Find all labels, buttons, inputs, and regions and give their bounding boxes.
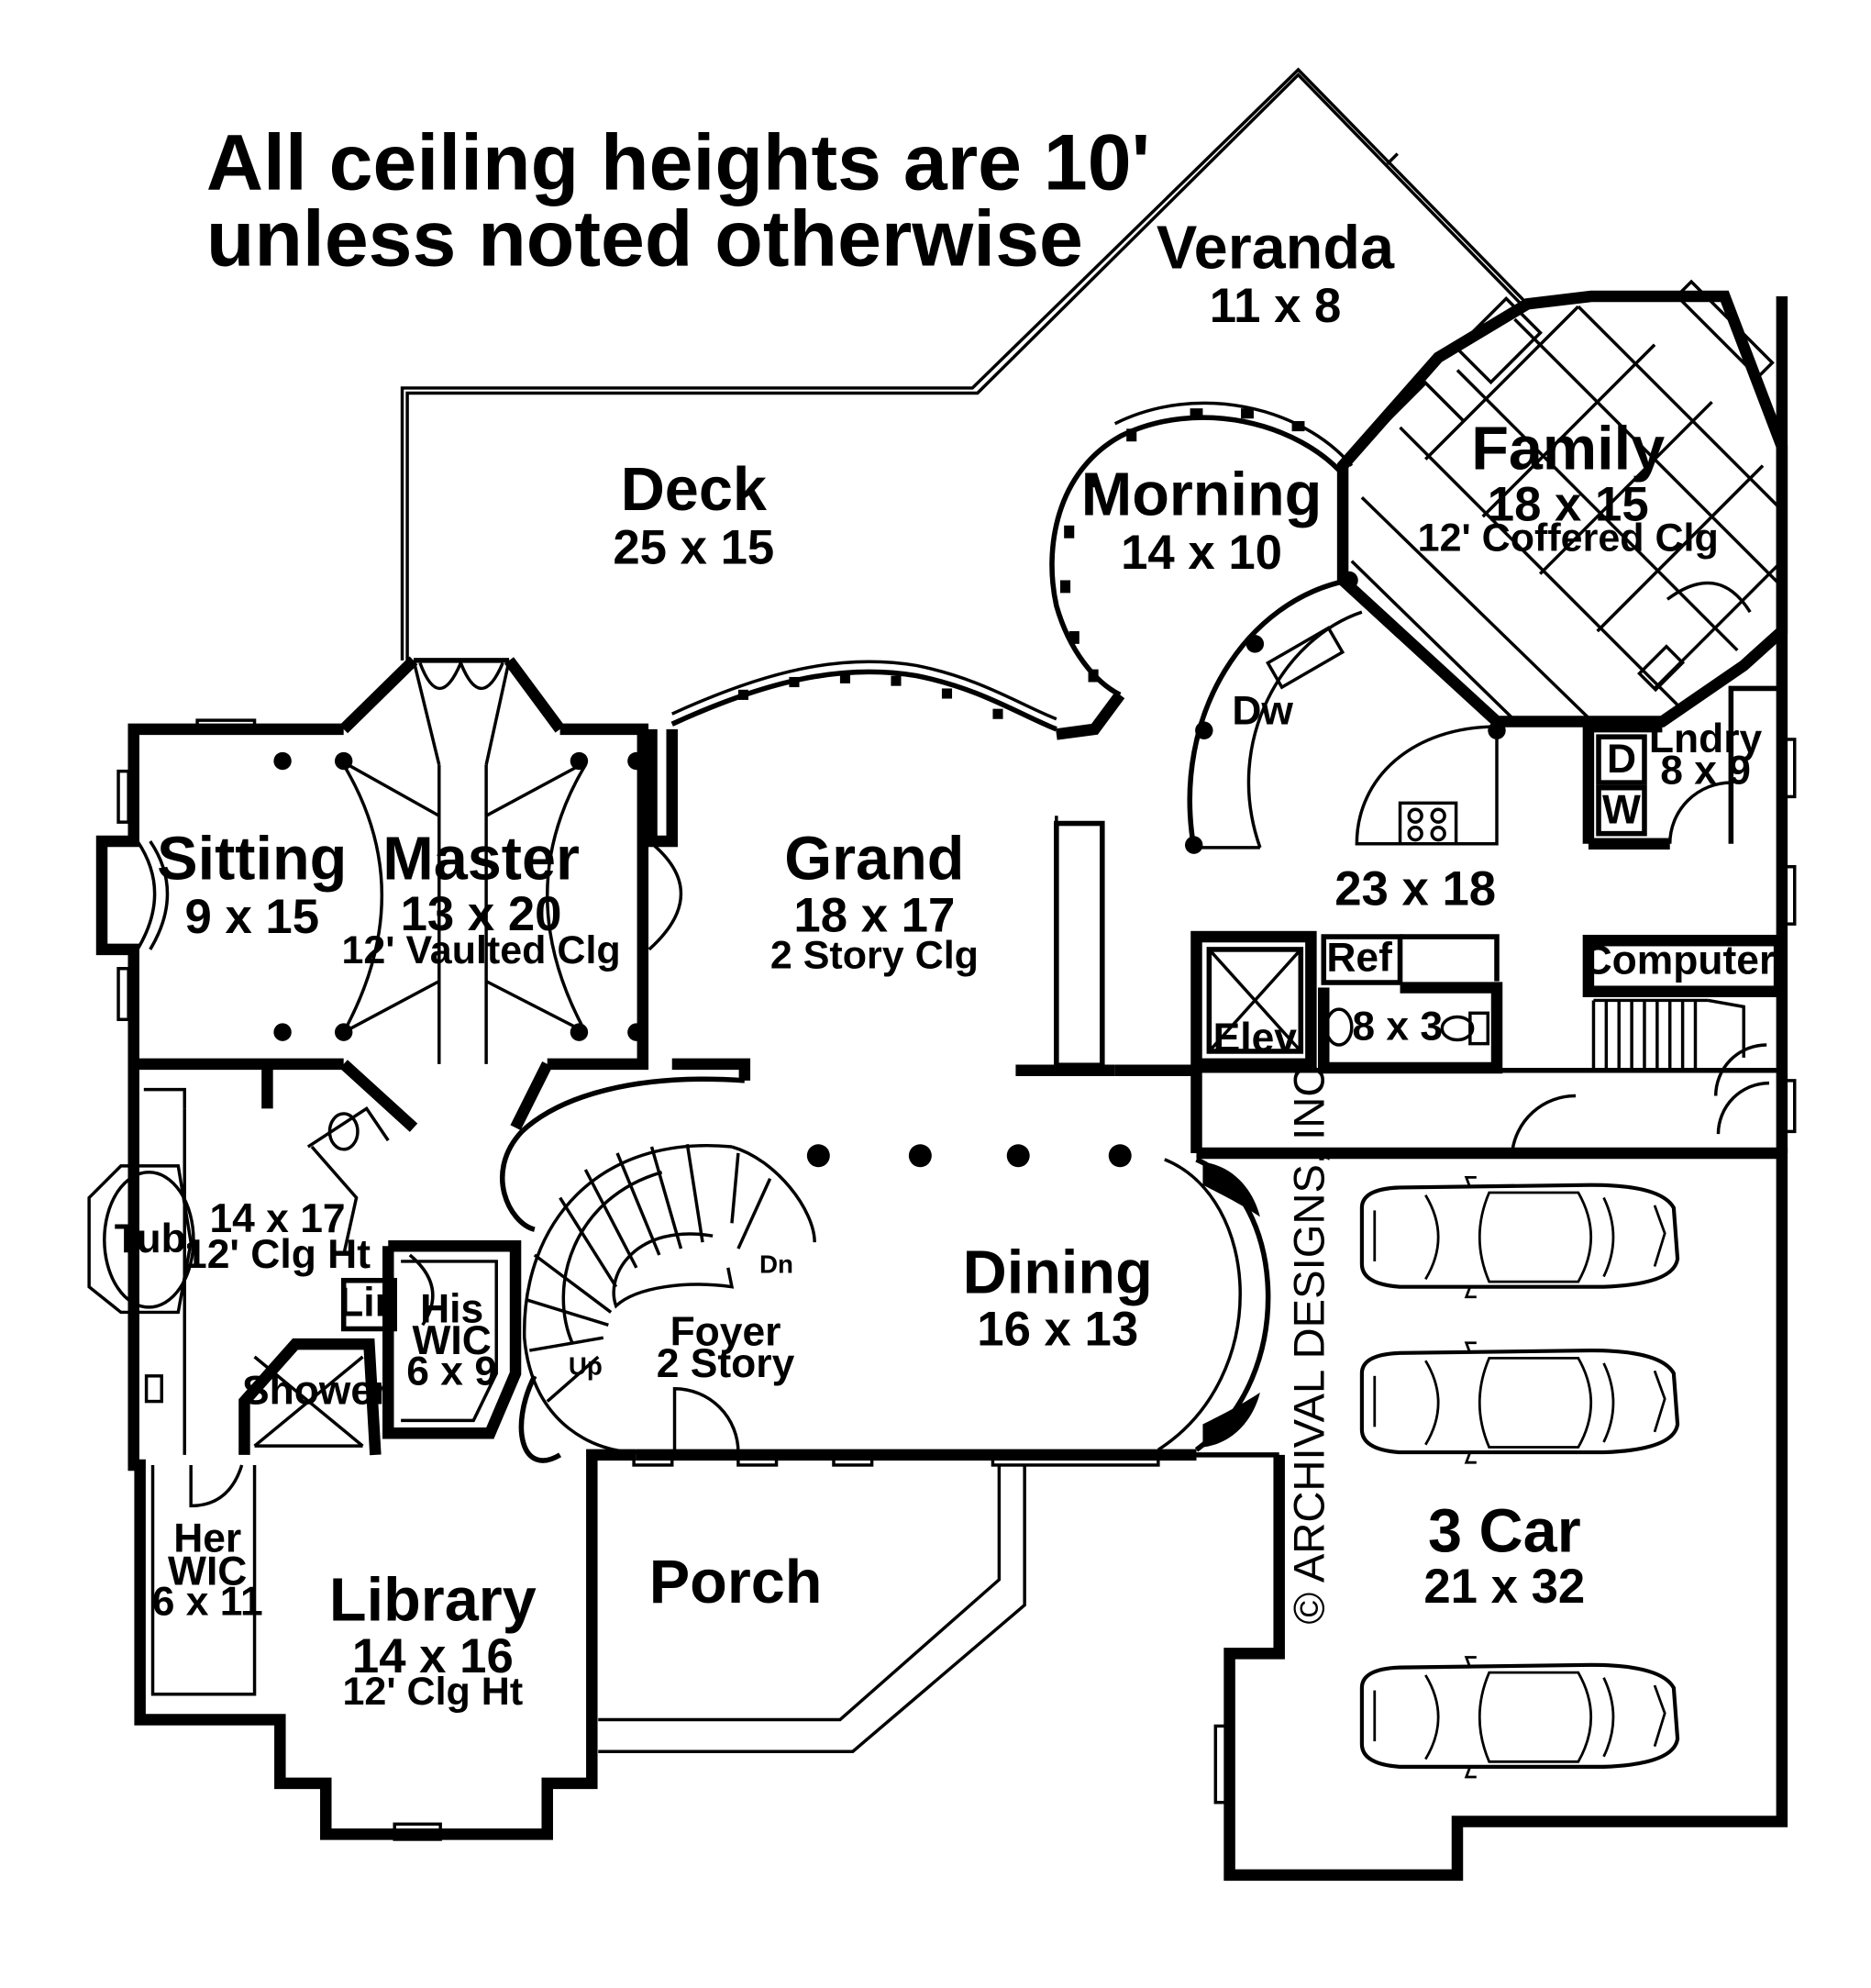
grand-note: 2 Story Clg [770,934,979,978]
foyer-name: Foyer [670,1310,781,1355]
elevator-ref-powder [1190,930,1503,1074]
powder-dims: 8 x 3 [1352,1004,1443,1049]
master-suite-details [116,659,682,1064]
car-outline [1653,1370,1666,1433]
his-wic-line2: WIC [413,1318,492,1363]
foyer-note: 2 Story [657,1341,795,1386]
car-icon [1359,1341,1680,1464]
bath-note: 12' Clg Ht [184,1232,371,1277]
family-room-walls [1336,279,1788,727]
linen-label: Lin [338,1281,400,1326]
family-name: Family [1471,416,1665,483]
car-outline [1424,1674,1440,1760]
porch-name: Porch [649,1549,823,1616]
garage-cars [1359,1175,1680,1779]
family-dims: 18 x 15 [1488,477,1649,531]
deck-dims: 25 x 15 [613,520,774,574]
dining-columns [806,1144,1132,1168]
shower-label: Shower [242,1368,389,1413]
dryer-label: D [1607,737,1636,782]
room-labels: Veranda 11 x 8 Family 18 x 15 12' Coffer… [115,214,1776,1713]
library-dims: 14 x 16 [352,1629,514,1683]
dishwasher-label: Dw [1232,688,1293,733]
her-wic-line2: WIC [168,1549,247,1594]
her-wic-dims: 6 x 11 [152,1580,263,1625]
main-walls [95,296,1788,1882]
master-note: 12' Vaulted Clg [341,928,620,972]
porch-outline [393,738,1797,1841]
library-name: Library [329,1566,537,1634]
car-outline [1653,1684,1666,1748]
grand-dims: 18 x 17 [793,889,955,943]
master-dims: 13 x 20 [401,887,562,941]
ref-label: Ref [1326,936,1392,981]
car-outline [1359,1183,1680,1289]
car-outline [1464,1656,1477,1779]
morning-bay [1049,401,1354,697]
master-name: Master [382,826,580,894]
car-outline [1602,1196,1615,1278]
car-outline [1424,1194,1440,1281]
kitchen-counter [1185,571,1506,854]
laundry-name: Lndry [1649,716,1763,761]
ceiling-note-line1: All ceiling heights are 10' [206,118,1150,206]
grand-name: Grand [784,826,964,894]
grand-divider [1015,816,1115,1077]
car-outline [1359,1662,1680,1769]
morning-name: Morning [1081,461,1323,529]
dining-name: Dining [963,1239,1153,1307]
master-bath [87,1060,553,1696]
veranda-dims: 11 x 8 [1210,279,1342,333]
family-note: 12' Coffered Clg [1418,516,1719,561]
car-outline [1424,1360,1440,1446]
veranda-name: Veranda [1157,214,1395,282]
sitting-dims: 9 x 15 [184,890,319,944]
laundry-dims: 8 x 9 [1660,749,1751,794]
car-outline [1478,1191,1592,1283]
computer-name: Computer [1583,938,1776,983]
car-outline [1359,1348,1680,1455]
copyright-text: © ARCHIVAL DESIGNS, INC. [1284,1054,1333,1625]
kitchen-dims: 23 x 18 [1334,861,1496,916]
grand-top-wall [670,660,1125,740]
car-outline [1478,1671,1592,1763]
car-icon [1359,1656,1680,1779]
car-outline [1602,1677,1615,1758]
her-wic-line1: Her [173,1516,241,1560]
dining-curves [1157,1157,1271,1452]
elevator-name: Elev [1213,1016,1298,1061]
car-outline [1464,1175,1477,1299]
stair-up-label: Up [569,1351,603,1380]
laundry-walls [1582,685,1782,850]
car-outline [1653,1205,1666,1267]
spiral-stair [500,1076,816,1463]
stair-down-label: Dn [759,1249,793,1278]
ceiling-note-line2: unless noted otherwise [206,195,1083,283]
his-wic-dims: 6 x 9 [406,1349,497,1394]
dining-dims: 16 x 13 [977,1303,1138,1357]
library-note: 12' Clg Ht [343,1670,524,1714]
deck-outline [400,67,1526,661]
car-outline [1602,1362,1615,1443]
bath-dims: 14 x 17 [209,1196,345,1241]
sitting-name: Sitting [157,826,347,894]
car-outline [1478,1357,1592,1449]
garage-name: 3 Car [1428,1497,1581,1565]
garage-dims: 21 x 32 [1423,1560,1585,1614]
car-outline [1464,1341,1477,1464]
washer-label: W [1602,788,1641,833]
car-icon [1359,1175,1680,1299]
deck-name: Deck [621,456,768,524]
tub-label: Tub [115,1216,186,1261]
morning-dims: 14 x 10 [1121,526,1282,580]
his-wic-line1: His [420,1287,483,1332]
